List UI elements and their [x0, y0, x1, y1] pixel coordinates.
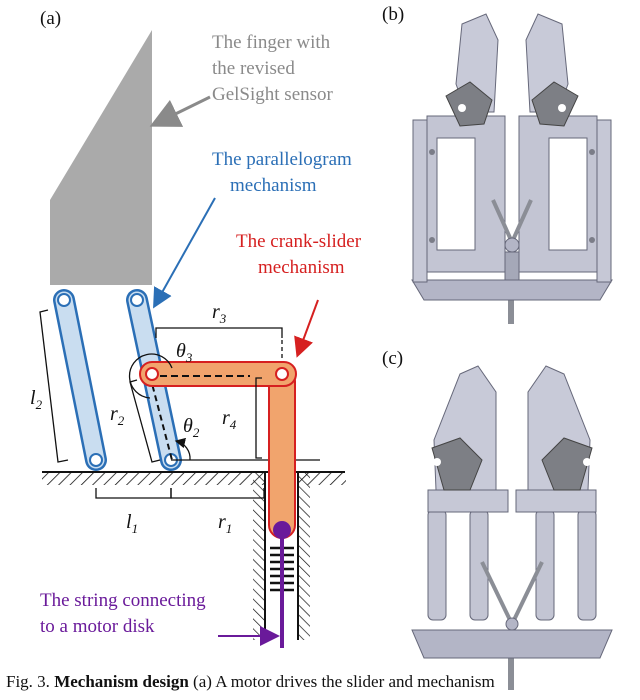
crank-bar [139, 361, 297, 387]
caption-bold: Mechanism design [54, 672, 189, 691]
r4-label: r4 [222, 407, 237, 432]
crank-label-line2: mechanism [258, 257, 345, 278]
l1-bracket [95, 488, 172, 499]
finger-label-line1: The finger with [212, 32, 331, 53]
r2-label: r2 [110, 403, 125, 428]
finger-shape [50, 30, 152, 285]
r2-brace [129, 379, 161, 463]
l1-label: l1 [126, 511, 138, 536]
crank-pointer-arrow [294, 299, 319, 358]
slider-hatch-left [253, 472, 265, 640]
panel-label-a: (a) [40, 8, 61, 29]
r1-bracket [170, 488, 265, 499]
caption-prefix: Fig. 3. [6, 672, 55, 691]
string-label-line1: The string connecting [40, 590, 206, 611]
slider-hatch-right [298, 472, 310, 640]
theta2-label: θ2 [183, 415, 200, 440]
slider-bar [268, 367, 296, 539]
left-link [53, 289, 107, 471]
parallelogram-label-line2: mechanism [230, 175, 317, 196]
finger-label-line2: the revised [212, 58, 295, 79]
figure-caption: Fig. 3. Mechanism design (a) A motor dri… [6, 672, 640, 692]
panel-label-c: (c) [382, 348, 403, 369]
r3-label: r3 [212, 301, 227, 326]
string-label-line2: to a motor disk [40, 616, 155, 637]
parallelogram-label-line1: The parallelogram [212, 149, 352, 170]
r1-label: r1 [218, 511, 232, 536]
theta3-arc [128, 353, 173, 399]
theta3-label: θ3 [176, 340, 193, 365]
theta2-arc [174, 437, 191, 461]
l2-brace [39, 309, 69, 463]
crank-label-line1: The crank-slider [236, 231, 362, 252]
finger-pointer-arrow [149, 95, 211, 127]
gripper-render-closed [411, 365, 613, 690]
ground-hatch-left [42, 473, 264, 485]
l2-label: l2 [30, 387, 43, 412]
finger-label-line3: GelSight sensor [212, 84, 334, 105]
caption-rest: (a) A motor drives the slider and mechan… [188, 672, 495, 691]
r4-brace [255, 377, 262, 459]
parallelogram-pointer-arrow [153, 197, 216, 309]
gripper-render-open [411, 13, 613, 324]
panel-label-b: (b) [382, 4, 404, 25]
r2-dashed-line [149, 375, 173, 461]
r3-bracket [155, 327, 283, 338]
